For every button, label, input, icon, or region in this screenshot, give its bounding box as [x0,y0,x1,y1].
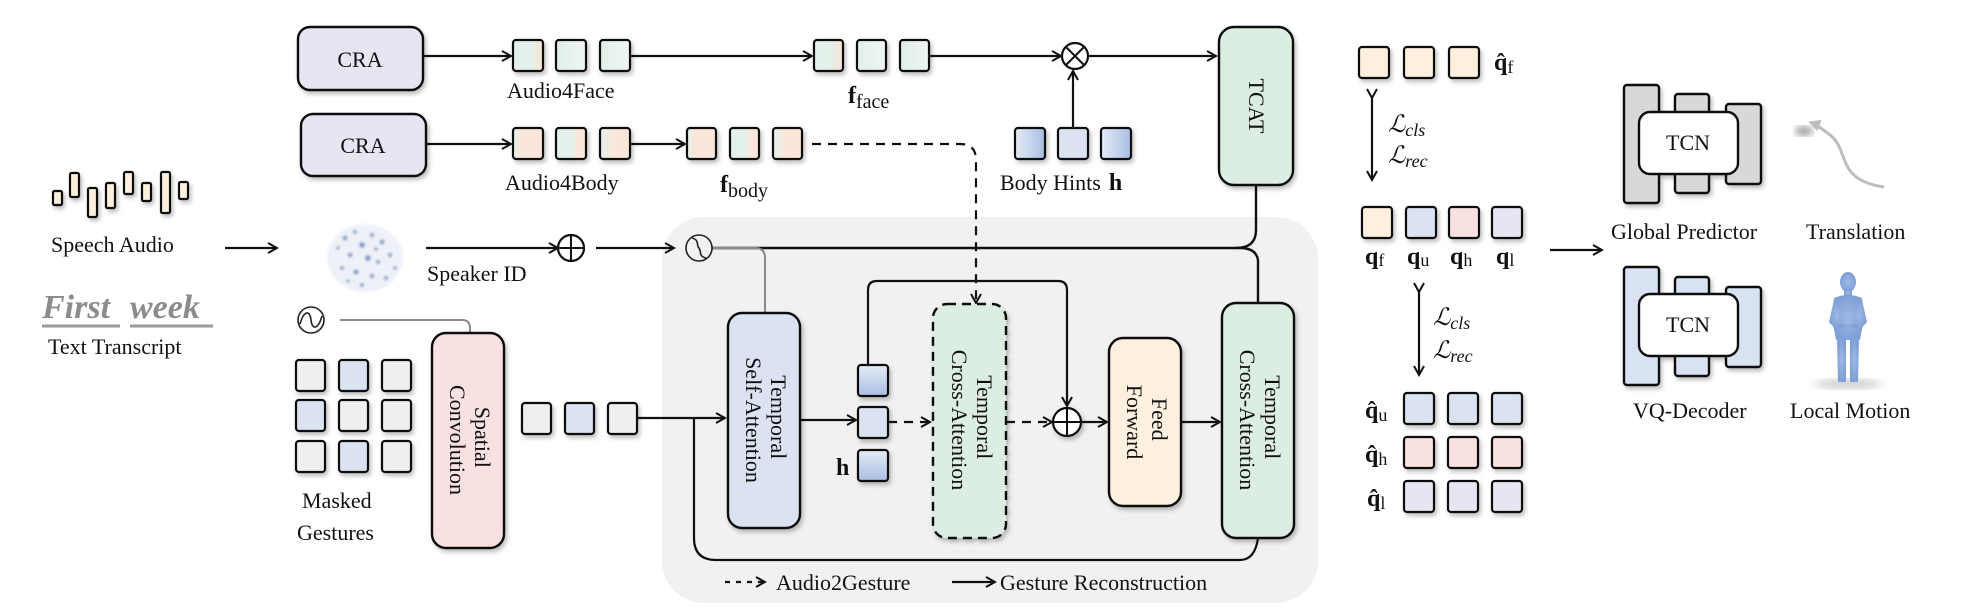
ff-line2: Forward [1122,385,1147,460]
qhat-row-labels: q̂u q̂h q̂l [1365,398,1387,513]
cra-body-label: CRA [340,133,385,158]
global-predictor-block [1622,83,1763,205]
spatial-output-tokens [520,401,639,436]
transcript-word-week: week [130,289,200,326]
speaker-id-label: Speaker ID [427,261,527,286]
audio4body-label: Audio4Body [505,170,619,195]
audio4face-tokens [511,38,632,73]
svg-text:Feed Forward: Feed Forward [1122,385,1172,460]
panel-add-icon [1051,406,1083,438]
hint-tokens-vertical [856,363,890,483]
speaker-add-icon [556,233,586,263]
speaker-embedding-cloud-icon [327,224,403,292]
speech-audio-icon [51,170,190,219]
tcn-global-label: TCN [1666,130,1710,155]
svg-text:Spatial Convolution: Spatial Convolution [445,385,495,495]
temporal-cross-attention-block-2: Temporal Cross-Attention [1220,301,1296,540]
tca2-line1: Temporal [1260,375,1285,459]
svg-text:Temporal Self-Attention: Temporal Self-Attention [741,357,791,483]
vq-decoder-block [1622,265,1763,387]
legend-solid-label: Gesture Reconstruction [1000,570,1207,595]
svg-text:qu: qu [1407,244,1429,270]
temporal-self-attention-block: Temporal Self-Attention [726,311,802,530]
tcat-block: TCAT [1217,25,1295,187]
main-bus-line [712,246,1260,303]
tcn-vq-label: TCN [1666,312,1710,337]
pe-to-tsa-line [712,247,766,313]
f-body-tokens [685,126,804,161]
loss-cls-bottom: ℒcls [1433,305,1470,333]
tca-line2: Cross-Attention [947,350,972,491]
svg-text:q̂u: q̂u [1365,398,1387,425]
speech-audio-label: Speech Audio [51,232,174,257]
masked-gestures-label-line2: Gestures [297,520,374,545]
qhat-f-label: q̂f [1494,50,1513,77]
residual-loop-line [692,418,1260,562]
h-symbol-label: h [836,455,849,481]
spatial-conv-line1: Spatial [470,407,495,468]
legend: Audio2Gesture Gesture Reconstruction [725,570,1207,595]
cra-block-face: CRA [296,25,425,92]
spatial-conv-line2: Convolution [445,385,470,495]
masked-gestures-label-line1: Masked [302,488,372,513]
f-body-label: fbody [720,172,768,202]
loss-rec-bottom: ℒrec [1433,338,1473,366]
translation-trajectory-icon [1795,119,1885,189]
svg-text:q̂h: q̂h [1365,442,1387,469]
vq-decoder-label: VQ-Decoder [1633,398,1747,423]
audio4face-label: Audio4Face [507,78,615,103]
translation-label: Translation [1806,219,1905,244]
body-hints-tokens [1013,126,1133,161]
fbody-dashed-route [812,142,976,303]
multiply-icon [1060,41,1090,71]
positional-encoding-icon-panel [685,234,713,262]
feed-forward-block: Feed Forward [1107,336,1183,508]
masked-gestures-grid [294,358,413,474]
audio4body-tokens [511,126,632,161]
loss-rec-top: ℒrec [1388,143,1428,171]
positional-encoding-icon-left [297,306,325,334]
q-labels: qf qu qh ql [1365,244,1514,270]
text-transcript-label: Text Transcript [48,334,182,359]
ff-line1: Feed [1147,398,1172,441]
cra-block-body: CRA [299,112,428,178]
spatial-convolution-block: Spatial Convolution [430,331,506,550]
f-face-tokens [812,38,931,73]
legend-dashed-label: Audio2Gesture [776,570,910,595]
cra-face-label: CRA [337,47,382,72]
q-tokens [1360,205,1524,240]
human-figure-icon [1814,272,1882,389]
tcat-label: TCAT [1244,79,1269,135]
svg-text:ql: ql [1496,244,1514,270]
svg-text:q̂l: q̂l [1367,486,1385,513]
tca-line1: Temporal [972,375,997,459]
pe-to-spatial-line [340,319,471,334]
f-face-label: fface [848,83,889,113]
temporal-cross-attention-block-dashed: Temporal Cross-Attention [931,302,1008,540]
text-transcript-words: First week [41,289,213,328]
tsa-line2: Self-Attention [741,357,766,483]
tca2-line2: Cross-Attention [1235,350,1260,491]
svg-text:Temporal Cross-Attention: Temporal Cross-Attention [1235,350,1285,491]
svg-text:qf: qf [1365,244,1384,270]
local-motion-label: Local Motion [1790,398,1910,423]
tsa-line1: Temporal [766,375,791,459]
svg-text:Temporal Cross-Attention: Temporal Cross-Attention [947,350,997,491]
loss-cls-top: ℒcls [1388,112,1425,140]
transcript-word-first: First [41,289,112,326]
token-skip-line [866,279,1067,406]
svg-text:qh: qh [1450,244,1472,270]
global-predictor-label: Global Predictor [1611,219,1758,244]
qhat-token-grid [1402,391,1524,514]
qhat-f-tokens [1357,45,1481,80]
